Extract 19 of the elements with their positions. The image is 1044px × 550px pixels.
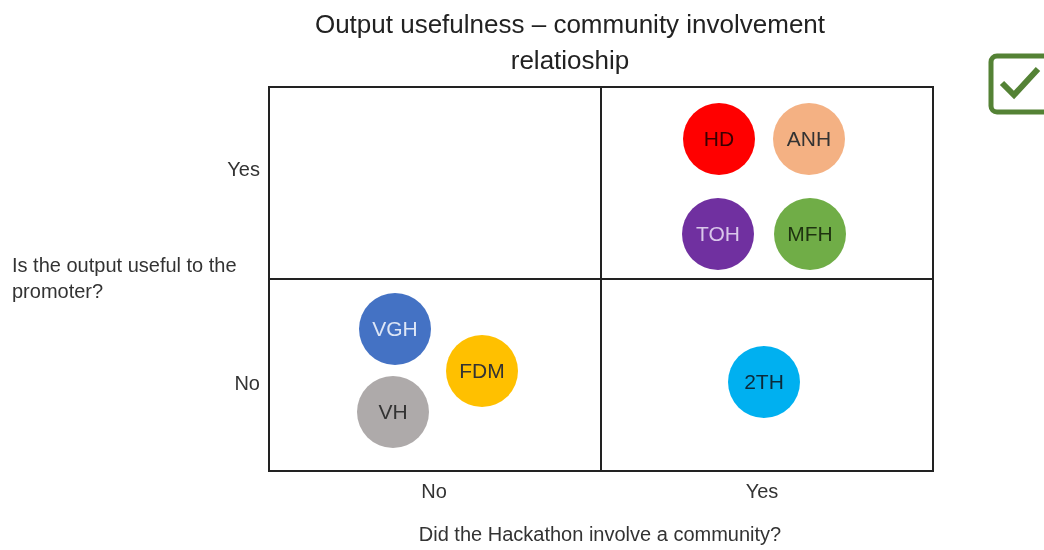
category-circle: 2TH <box>728 346 800 418</box>
category-circle: VGH <box>359 293 431 365</box>
category-circle: FDM <box>446 335 518 407</box>
axis-label: No <box>420 479 448 504</box>
category-circle: MFH <box>774 198 846 270</box>
category-circle: ANH <box>773 103 845 175</box>
axis-title: Did the Hackathon involve a community? <box>417 522 783 547</box>
category-circle: HD <box>683 103 755 175</box>
matrix-quadrant <box>600 278 934 472</box>
matrix-quadrant <box>600 86 934 280</box>
category-circle: TOH <box>682 198 754 270</box>
axis-title: Is the output useful to the promoter? <box>12 253 238 304</box>
category-circle: VH <box>357 376 429 448</box>
matrix-quadrant <box>268 278 602 472</box>
axis-label: Yes <box>226 157 260 182</box>
matrix-quadrant <box>268 86 602 280</box>
chart-title: Output usefulness – community involvement relatioship <box>313 8 827 77</box>
axis-label: No <box>233 371 260 396</box>
axis-label: Yes <box>744 479 780 504</box>
